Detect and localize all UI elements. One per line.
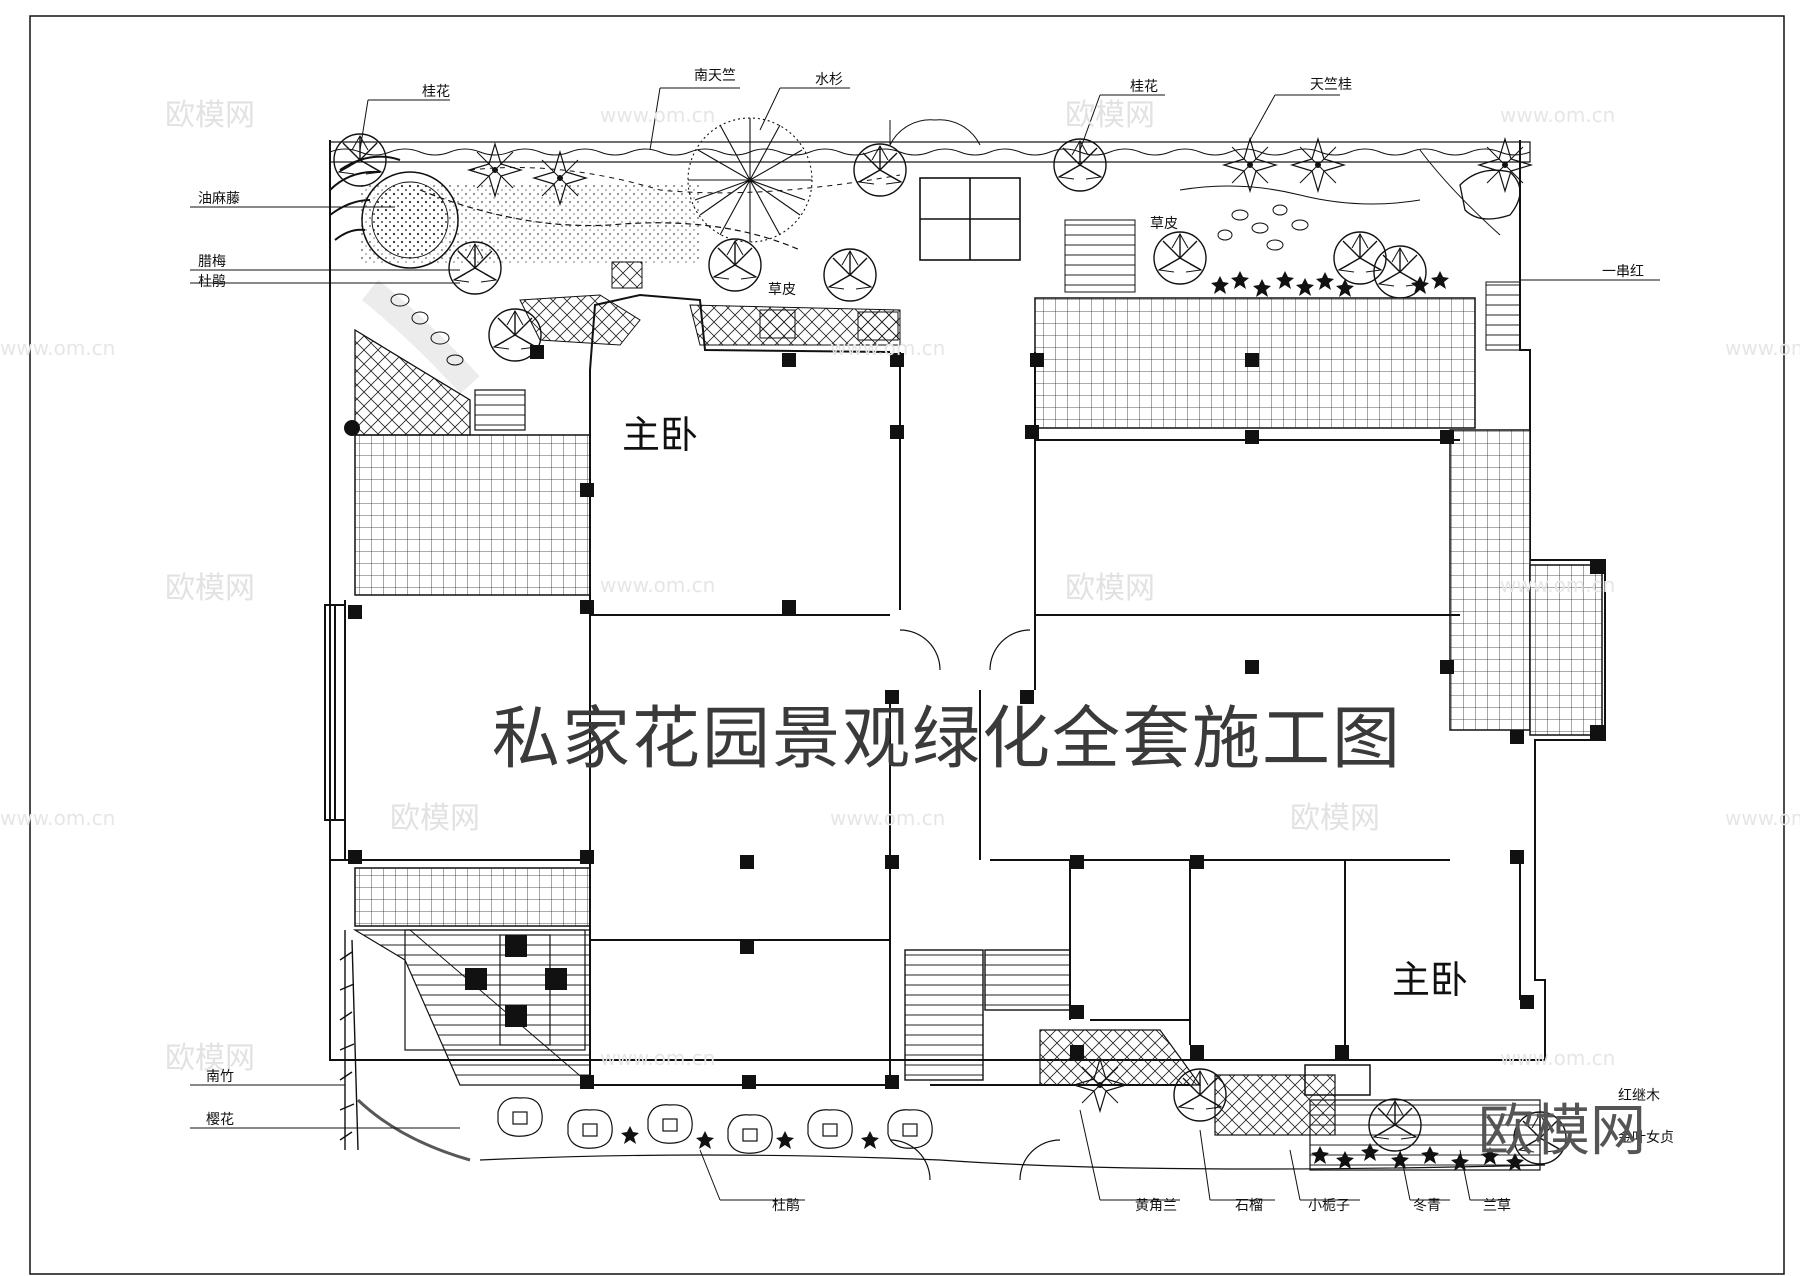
sheet-border xyxy=(29,15,1785,1275)
label-holly: 冬青 xyxy=(1413,1198,1441,1214)
svg-text:www.om.cn: www.om.cn xyxy=(0,336,115,360)
label-azalea-bottom: 杜鹃 xyxy=(772,1197,800,1214)
label-metasequoia: 水杉 xyxy=(815,72,843,88)
label-azalea-left: 杜鹃 xyxy=(198,273,226,290)
label-pomegranate: 石榴 xyxy=(1235,1198,1263,1214)
label-michelia: 黄角兰 xyxy=(1135,1197,1177,1214)
room-label-master-bottom: 主卧 xyxy=(1392,958,1468,1002)
label-osmanthus-left: 桂花 xyxy=(422,84,450,100)
label-osmanthus-right: 桂花 xyxy=(1130,79,1158,95)
label-loropetalum: 红继木 xyxy=(1618,1088,1660,1104)
label-youmateng: 油麻藤 xyxy=(198,191,240,207)
svg-text:www.om.cn: www.om.cn xyxy=(0,806,115,830)
north-garden xyxy=(329,117,1532,394)
label-lawn-right: 草皮 xyxy=(1150,216,1178,232)
label-bamboo: 南竹 xyxy=(206,1069,234,1085)
svg-text:www.om.cn: www.om.cn xyxy=(1500,1046,1615,1070)
svg-text:欧模网: 欧模网 xyxy=(1290,801,1380,836)
plant-labels: 桂花 南天竺 水杉 桂花 天竺桂 油麻藤 腊梅 杜鹃 草皮 草皮 一串红 南竹 … xyxy=(198,68,1674,1214)
svg-text:www.om.cn: www.om.cn xyxy=(600,1046,715,1070)
svg-text:www.om.cn: www.om.cn xyxy=(1500,573,1615,597)
leader-lines xyxy=(190,87,1660,1201)
svg-text:www.om.cn: www.om.cn xyxy=(600,103,715,127)
label-cherry: 樱花 xyxy=(206,1111,234,1128)
svg-text:欧模网: 欧模网 xyxy=(165,1041,255,1076)
drawing-title: 私家花园景观绿化全套施工图 xyxy=(492,700,1402,779)
label-orchid-grass: 兰草 xyxy=(1483,1198,1511,1214)
svg-text:欧模网: 欧模网 xyxy=(390,801,480,836)
label-tianzhugui: 天竺桂 xyxy=(1310,77,1352,93)
label-salvia: 一串红 xyxy=(1602,264,1644,280)
south-planting xyxy=(479,1058,1567,1171)
label-lawn-left: 草皮 xyxy=(768,282,796,298)
label-golden-leaf: 金叶女贞 xyxy=(1618,1129,1674,1146)
label-nandina: 南天竺 xyxy=(694,68,736,84)
svg-text:www.om.cn: www.om.cn xyxy=(1725,806,1800,830)
svg-text:欧模网: 欧模网 xyxy=(1065,98,1155,133)
metasequoia-symbol xyxy=(687,117,813,243)
svg-text:欧模网: 欧模网 xyxy=(1065,571,1155,606)
columns xyxy=(344,345,1604,1089)
room-label-master-top: 主卧 xyxy=(622,413,698,457)
svg-text:www.om.cn: www.om.cn xyxy=(1725,336,1800,360)
svg-text:www.om.cn: www.om.cn xyxy=(830,336,945,360)
bamboo-strip xyxy=(339,930,471,1162)
svg-text:欧模网: 欧模网 xyxy=(165,98,255,133)
label-wintersweet: 腊梅 xyxy=(198,254,226,270)
svg-text:欧模网: 欧模网 xyxy=(165,571,255,606)
label-gardenia: 小栀子 xyxy=(1308,1198,1350,1214)
watermarks: 欧模网 欧模网 欧模网 欧模网 欧模网 欧模网 欧模网 www.om.cn ww… xyxy=(0,98,1800,1076)
svg-text:www.om.cn: www.om.cn xyxy=(1500,103,1615,127)
svg-text:www.om.cn: www.om.cn xyxy=(830,806,945,830)
corner-logo: 欧模网 xyxy=(1478,1099,1646,1164)
svg-text:www.om.cn: www.om.cn xyxy=(600,573,715,597)
